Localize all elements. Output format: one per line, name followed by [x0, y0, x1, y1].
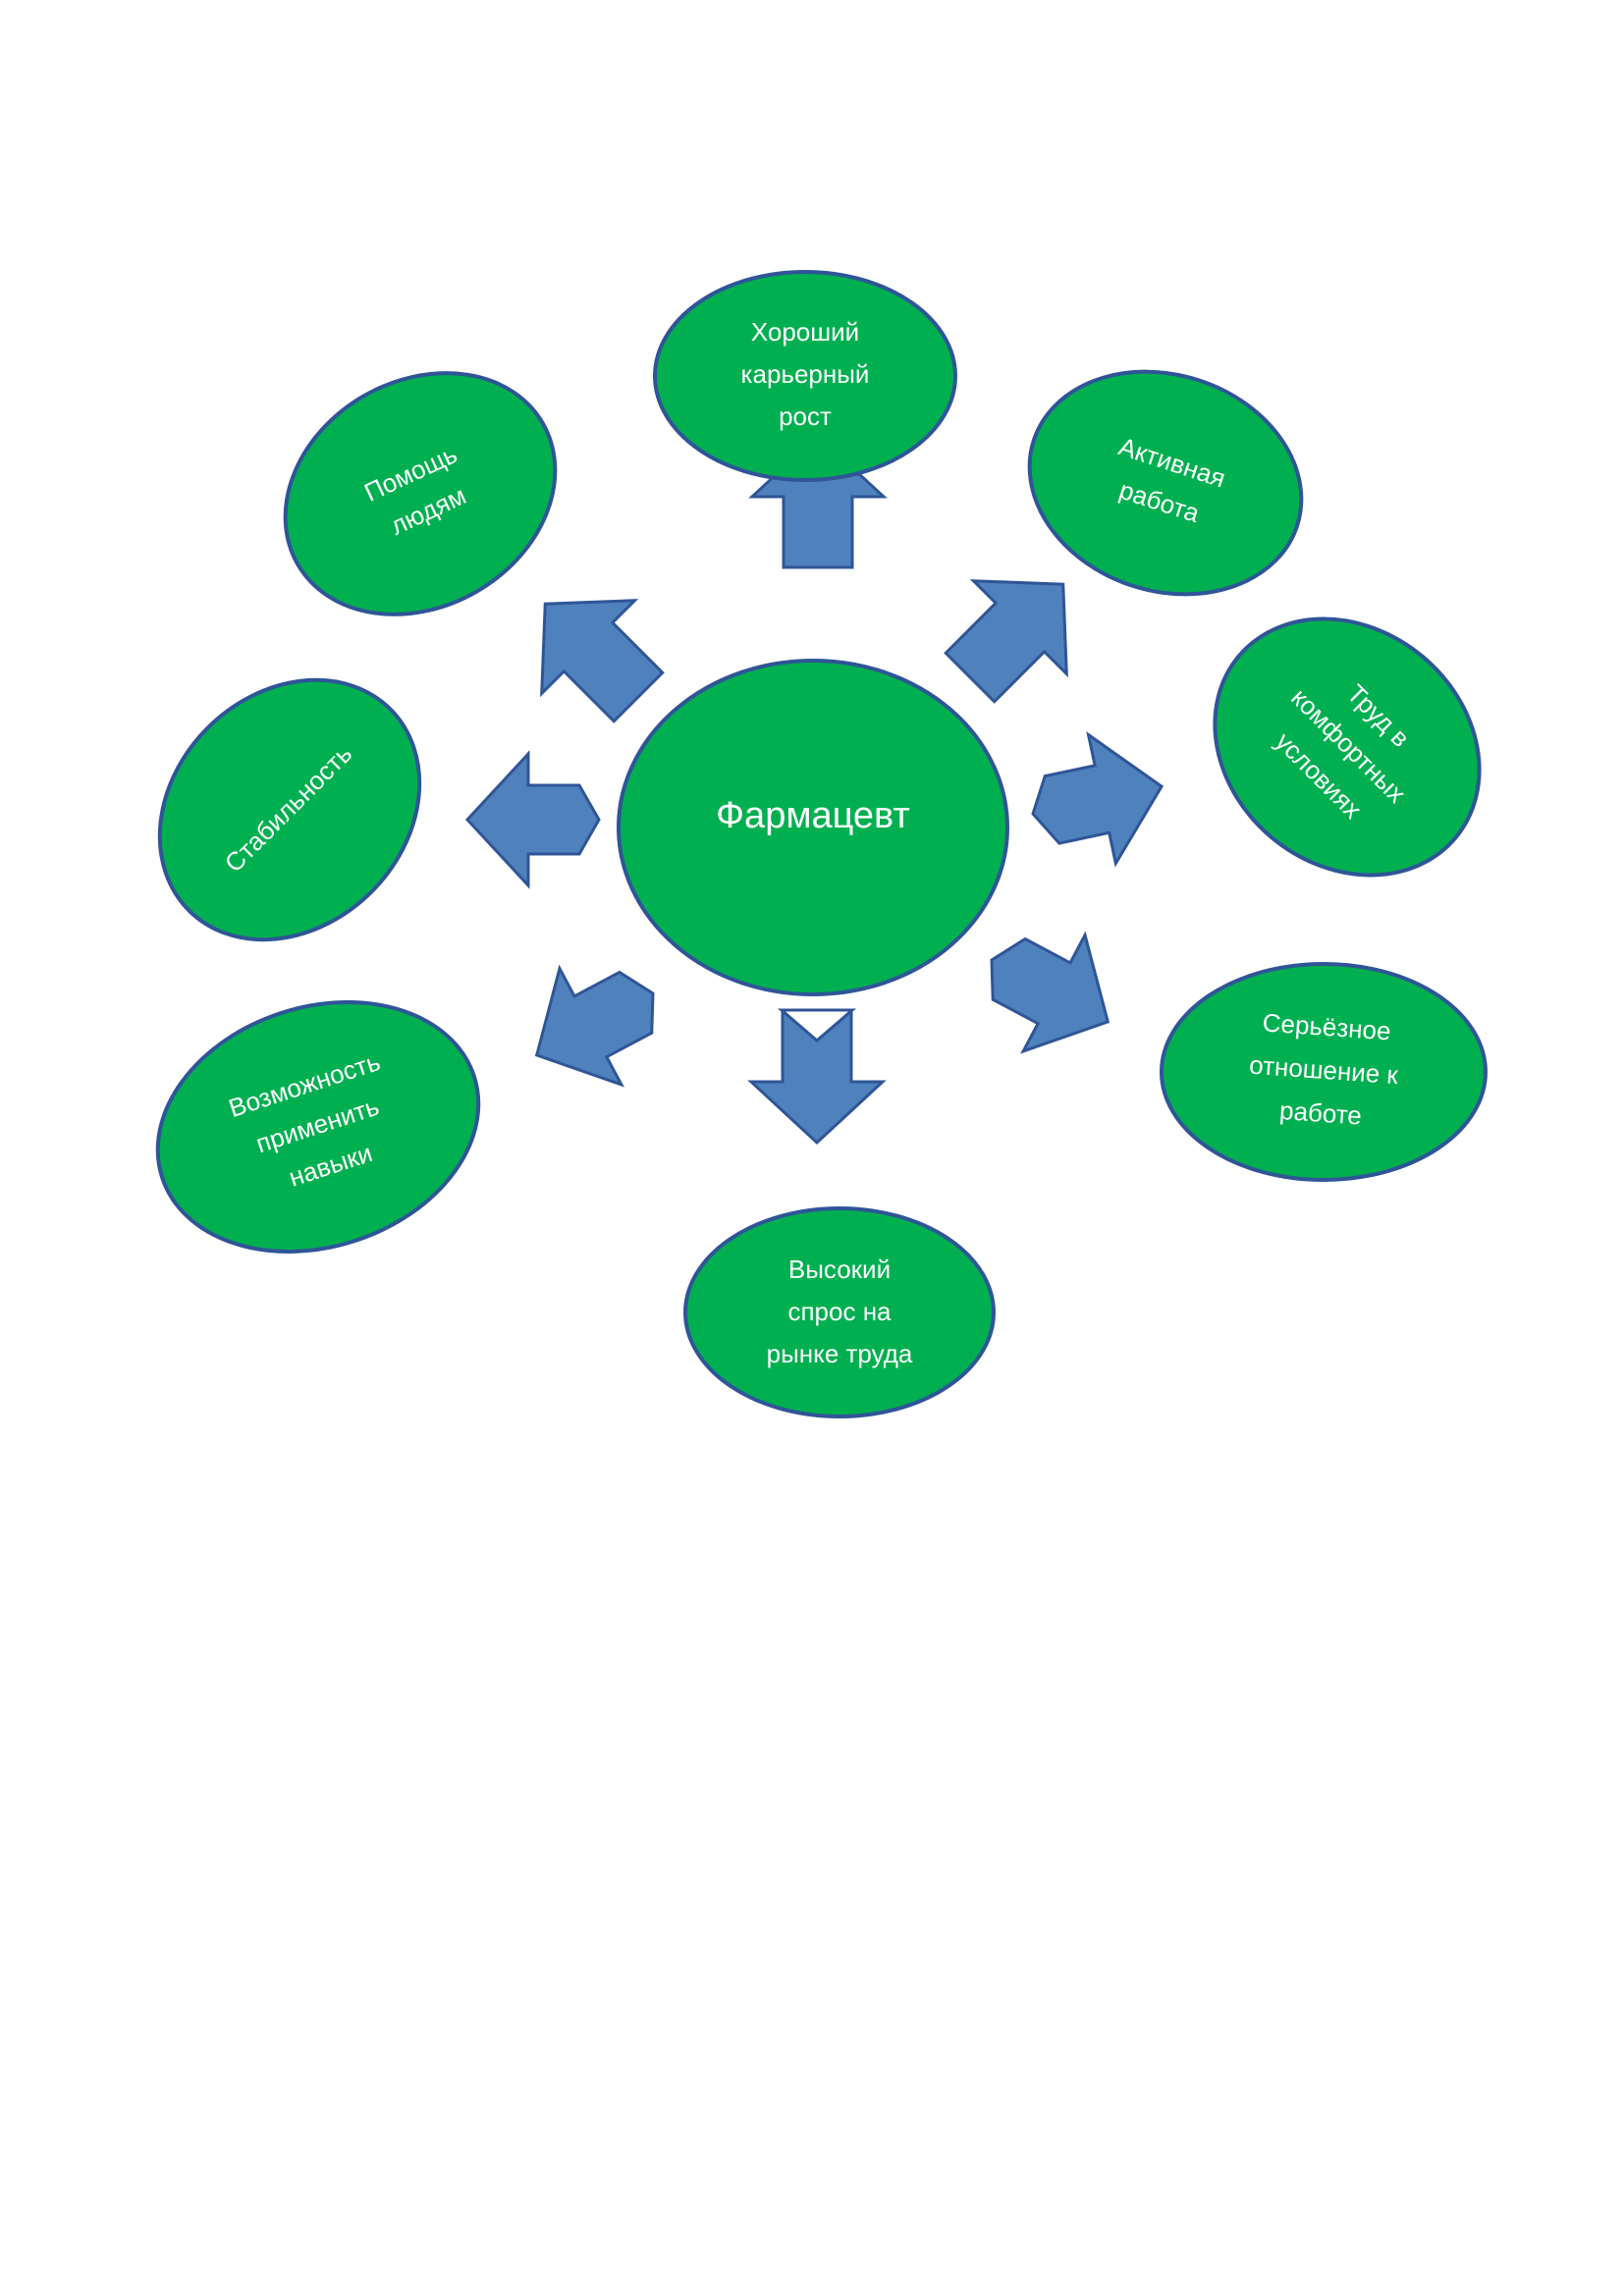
- arrow-to-skills: [534, 964, 655, 1088]
- center-node-label: Фармацевт: [716, 795, 910, 836]
- node-career-line-2: карьерный: [741, 359, 870, 389]
- node-serious-line-3: работе: [1278, 1095, 1363, 1131]
- arrow-to-active: [944, 579, 1068, 704]
- node-active: Активная работа: [1027, 369, 1304, 597]
- arrow-to-demand: [747, 1008, 887, 1146]
- arrow-to-serious: [990, 931, 1110, 1054]
- arrow-to-help: [540, 599, 665, 723]
- node-career-line-3: рост: [779, 401, 832, 431]
- center-node: Фармацевт: [617, 659, 1009, 996]
- node-demand-line-2: спрос на: [787, 1297, 892, 1326]
- node-comfort: Труд в комфортных условиях: [1213, 616, 1482, 878]
- node-demand-line-3: рынке труда: [767, 1339, 913, 1368]
- node-stability: Стабильность: [157, 677, 422, 942]
- node-serious: Серьёзное отношение к работе: [1160, 962, 1488, 1182]
- node-demand: Высокий спрос на рынке труда: [683, 1206, 996, 1418]
- node-demand-line-1: Высокий: [788, 1255, 891, 1284]
- arrow-to-stability: [464, 750, 601, 889]
- node-skills: Возможность применить навыки: [155, 1000, 481, 1254]
- arrow-to-comfort: [1031, 731, 1164, 868]
- node-career-line-1: Хороший: [751, 317, 859, 347]
- node-help: Помощь людям: [283, 371, 558, 616]
- node-career: Хороший карьерный рост: [653, 270, 957, 482]
